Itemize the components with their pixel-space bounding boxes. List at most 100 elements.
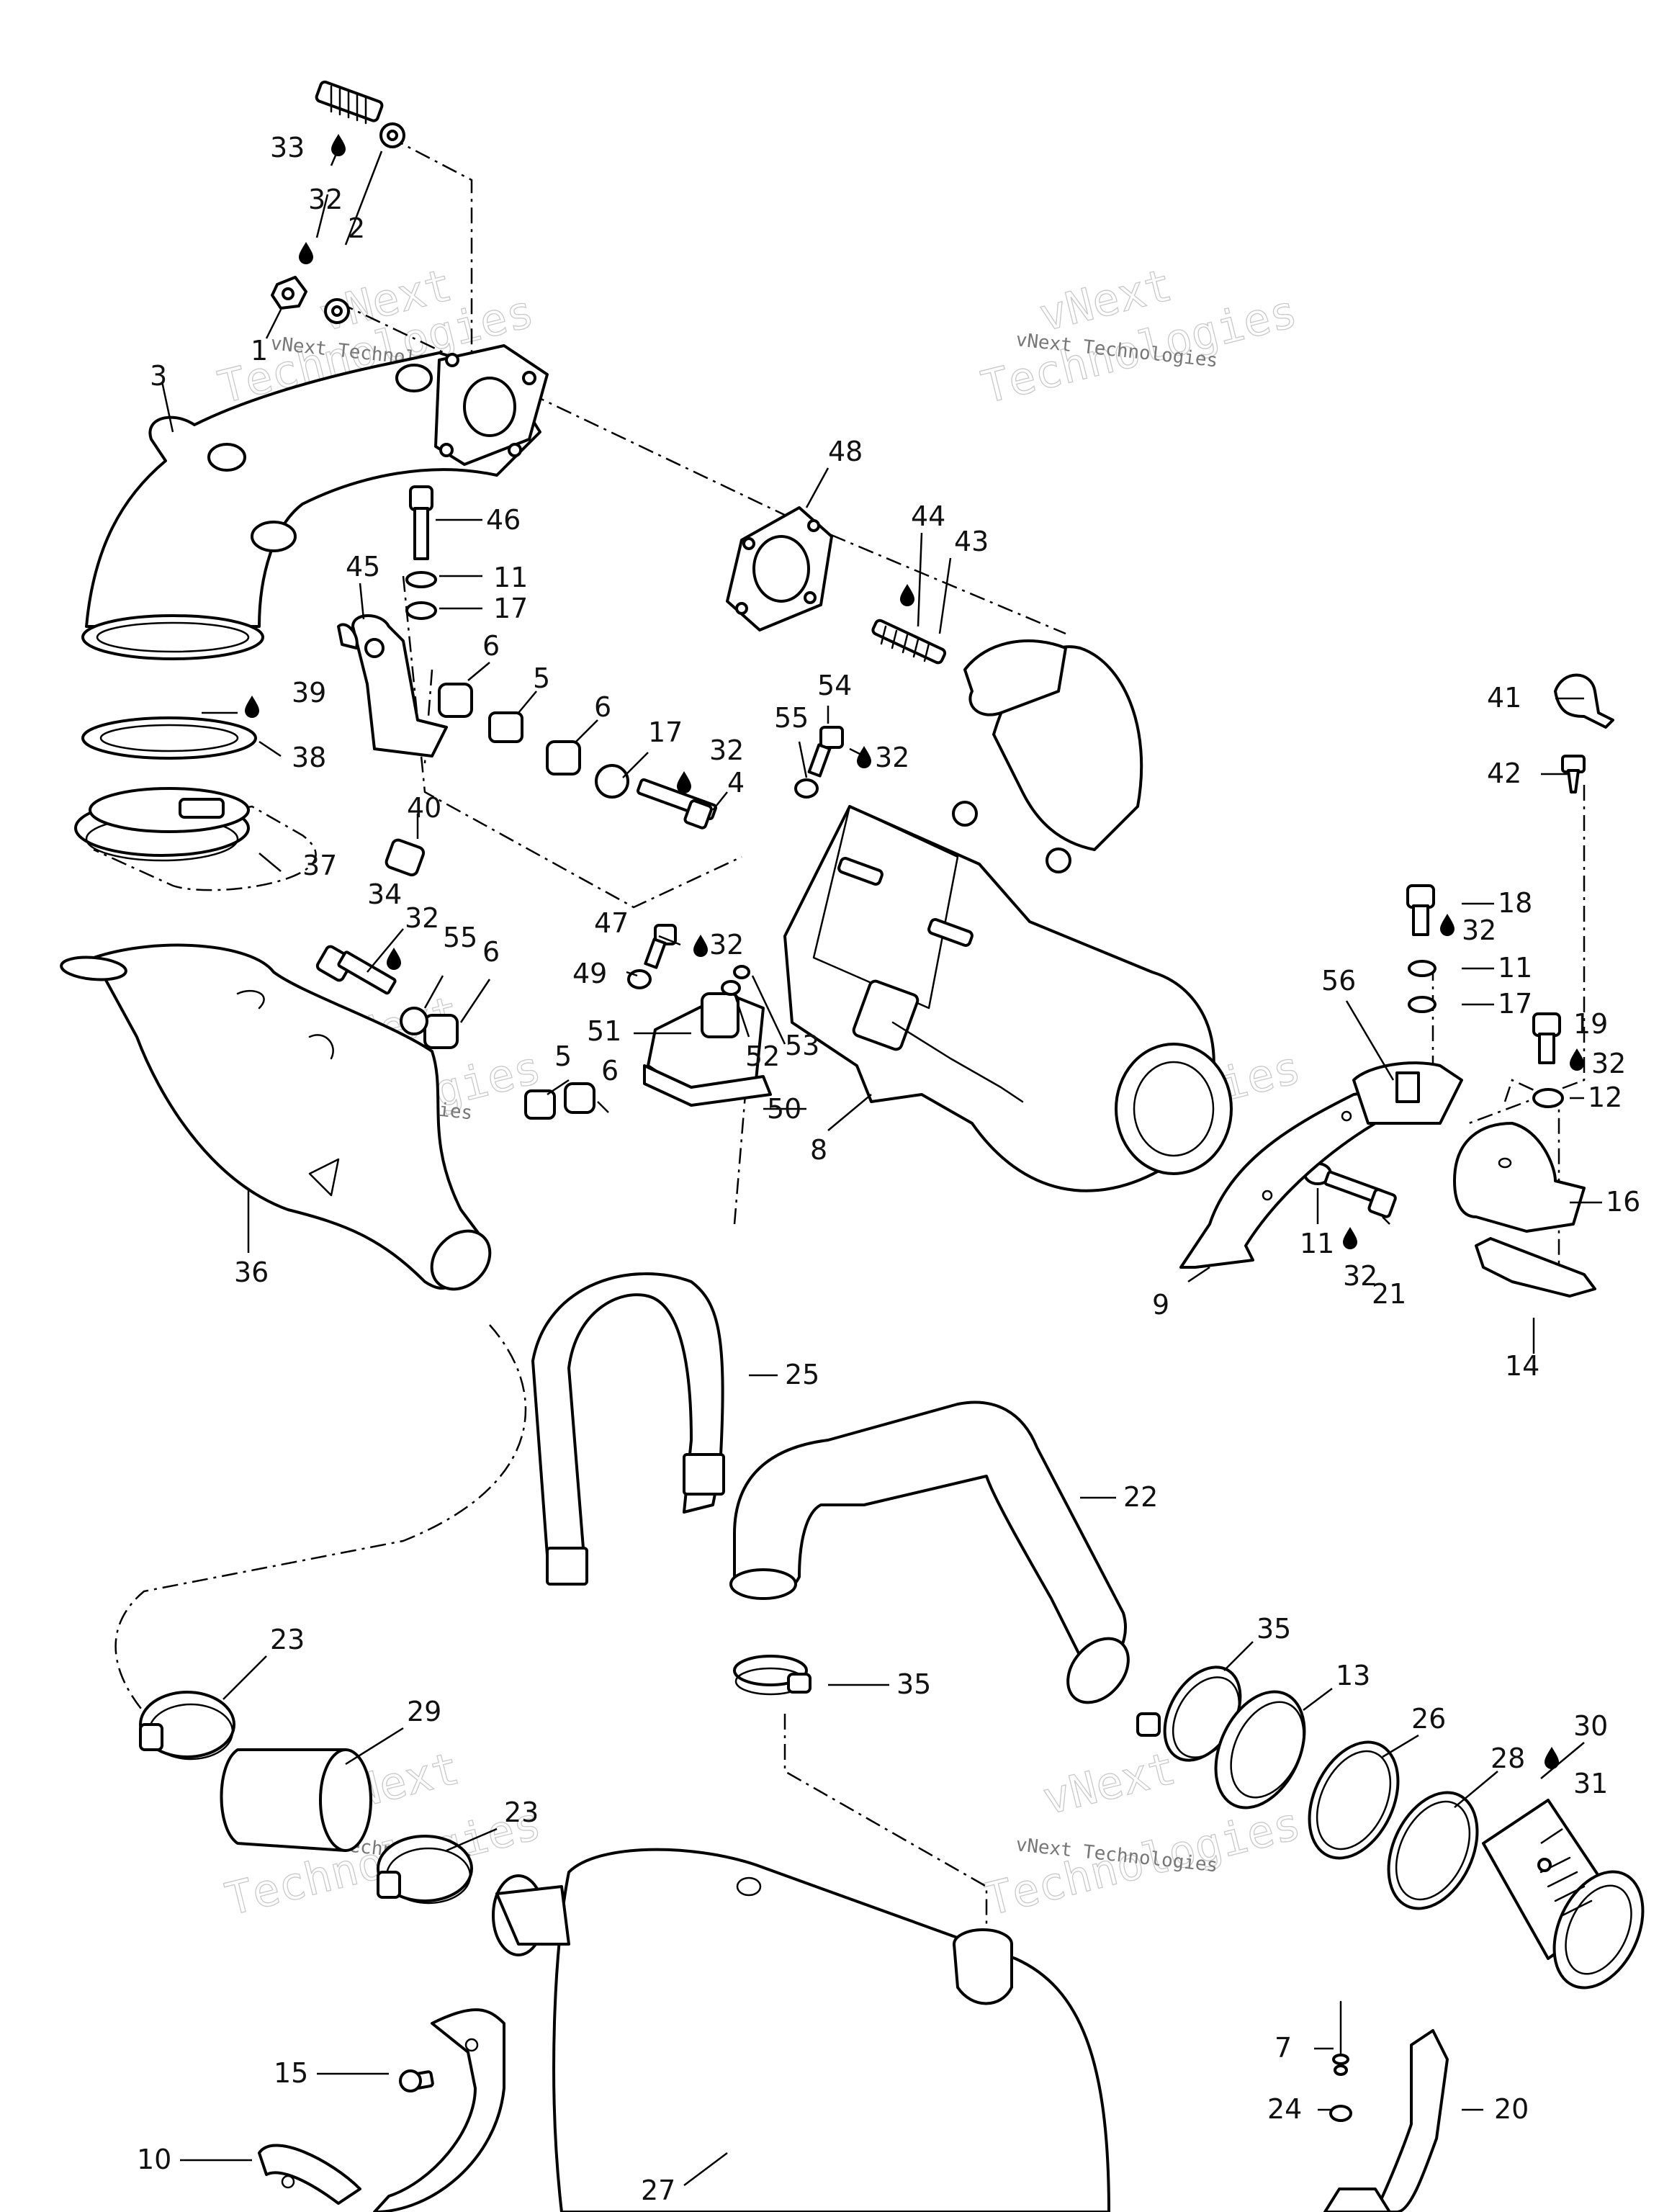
part-8-exhaust-valve-tuned-pipe	[783, 639, 1233, 1192]
part-19-bolt	[1532, 1012, 1561, 1064]
part-7-rivet	[1332, 2000, 1349, 2076]
drop-icon	[1570, 1048, 1584, 1071]
callout-55: 55	[443, 922, 477, 953]
callout-50: 50	[767, 1093, 801, 1125]
callout-52: 52	[745, 1040, 780, 1072]
part-29-sleeve	[220, 1748, 372, 1852]
part-47-bolt	[644, 924, 677, 969]
callout-11: 11	[493, 562, 528, 593]
callout-42: 42	[1487, 757, 1521, 789]
callout-47: 47	[594, 907, 629, 939]
callout-40: 40	[407, 792, 441, 824]
callout-43: 43	[954, 526, 989, 557]
part-52-53-fittings	[721, 965, 750, 996]
callout-56: 56	[1321, 965, 1356, 997]
callout-17: 17	[1498, 988, 1532, 1020]
callout-15: 15	[274, 2057, 308, 2089]
callout-49: 49	[572, 958, 607, 989]
callout-21: 21	[1372, 1278, 1406, 1310]
drop-icon	[1440, 914, 1455, 936]
callout-29: 29	[407, 1696, 441, 1727]
callout-39: 39	[292, 677, 326, 709]
callout-4: 4	[727, 767, 745, 799]
callout-41: 41	[1487, 682, 1521, 714]
part-15-screw	[399, 2069, 434, 2092]
callout-35: 35	[1256, 1613, 1291, 1645]
drop-icon	[1343, 1227, 1357, 1249]
callout-32: 32	[1462, 914, 1496, 946]
part-31-outlet	[1482, 1799, 1645, 1990]
callout-32: 32	[308, 184, 343, 215]
callout-3: 3	[150, 360, 167, 392]
callouts: 33 32 2 1 3 46 11 17 45 6 5 6 17 32 4 54…	[137, 132, 1640, 2206]
callout-26: 26	[1411, 1703, 1446, 1735]
callout-33: 33	[270, 132, 305, 163]
callout-17: 17	[493, 593, 528, 624]
callout-20: 20	[1494, 2093, 1529, 2125]
callout-30: 30	[1573, 1710, 1608, 1742]
drop-icon	[299, 242, 313, 264]
callout-1: 1	[251, 335, 268, 367]
part-45-bracket	[337, 614, 448, 757]
part-37-clamp	[74, 787, 250, 862]
drop-icon	[387, 948, 401, 970]
part-5-sleeve	[488, 711, 556, 1120]
part-1-nut	[271, 276, 307, 310]
callout-55: 55	[774, 702, 809, 734]
callout-48: 48	[828, 436, 863, 467]
watermark-line1: vNext	[1038, 1742, 1181, 1825]
part-36-exhaust-pipe	[60, 943, 492, 1291]
part-17-washer	[405, 601, 1437, 1013]
callout-38: 38	[292, 742, 326, 773]
callout-31: 31	[1573, 1768, 1608, 1799]
part-41-tie-strap	[1554, 673, 1614, 729]
callout-24: 24	[1267, 2093, 1302, 2125]
callout-13: 13	[1336, 1660, 1370, 1691]
callout-45: 45	[346, 551, 380, 583]
part-40-spacer	[385, 838, 426, 877]
part-12-washer	[1532, 1088, 1564, 1108]
callout-8: 8	[810, 1134, 827, 1166]
callout-35: 35	[896, 1668, 931, 1700]
part-54-bolt	[807, 726, 844, 778]
callout-37: 37	[302, 850, 337, 881]
callout-23: 23	[270, 1624, 305, 1655]
drop-icon	[693, 935, 708, 957]
callout-11: 11	[1300, 1228, 1334, 1259]
part-2-washer	[324, 122, 405, 324]
callout-6: 6	[601, 1055, 619, 1087]
callout-32: 32	[405, 902, 439, 934]
part-26-ring	[1308, 1740, 1400, 1860]
part-48-gasket	[726, 506, 833, 631]
part-39-gasket	[81, 716, 257, 760]
part-16-damper-mount	[1453, 1122, 1586, 1233]
watermark-top-right: vNext Technologies vNext Technologies	[976, 258, 1303, 414]
callout-6: 6	[482, 936, 500, 968]
part-3-exhaust-manifold	[81, 344, 549, 660]
callout-32: 32	[709, 734, 744, 766]
callout-32: 32	[709, 929, 744, 961]
drop-icon	[677, 771, 691, 793]
callout-9: 9	[1152, 1289, 1169, 1321]
part-23-clamp	[139, 1691, 473, 1905]
part-13-nut	[1214, 1690, 1306, 1809]
callout-16: 16	[1606, 1186, 1640, 1218]
callout-18: 18	[1498, 887, 1532, 919]
callout-28: 28	[1491, 1743, 1525, 1774]
callout-2: 2	[348, 212, 365, 244]
drop-icon	[245, 696, 259, 718]
callout-23: 23	[504, 1797, 539, 1828]
part-34-bolt	[315, 945, 397, 995]
callout-10: 10	[137, 2144, 171, 2175]
part-14-bracket	[1475, 1237, 1596, 1298]
callout-11: 11	[1498, 952, 1532, 984]
callout-46: 46	[486, 504, 521, 536]
callout-6: 6	[594, 691, 611, 723]
drop-icon	[857, 746, 871, 768]
drop-icon	[331, 134, 346, 156]
callout-32: 32	[1591, 1048, 1626, 1079]
callout-22: 22	[1123, 1481, 1158, 1513]
part-43-stud	[871, 619, 947, 665]
callout-51: 51	[587, 1015, 621, 1047]
